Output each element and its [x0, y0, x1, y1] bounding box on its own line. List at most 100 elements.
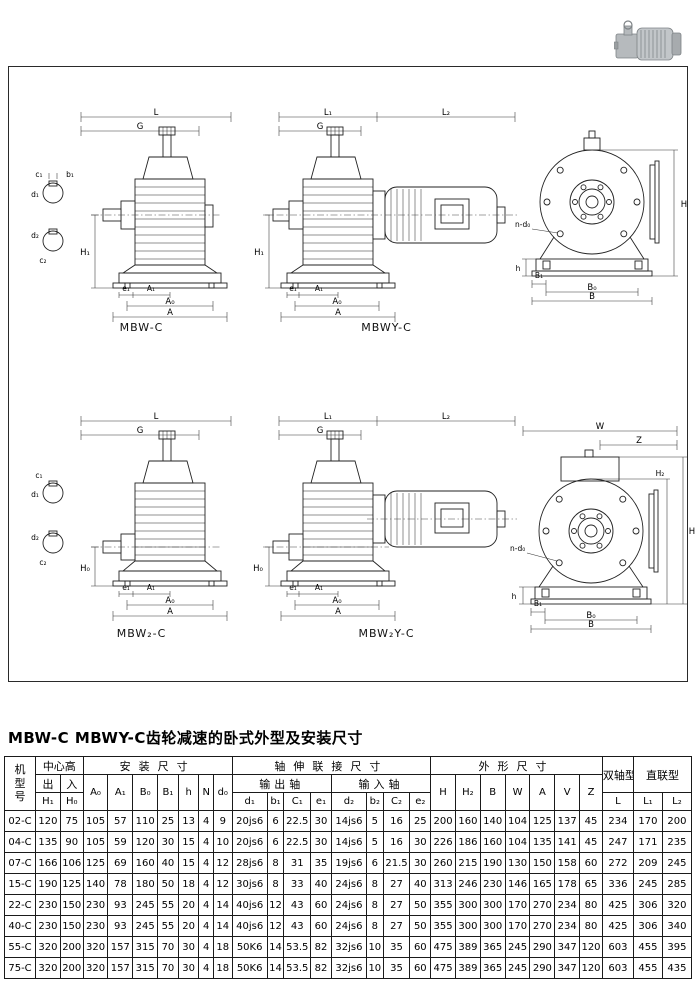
col-header-c2: C₂ [382, 792, 411, 811]
value-cell: 21.5 [382, 852, 411, 874]
group-shaft-joint-dims: 轴伸联接尺寸 [231, 756, 432, 775]
value-cell: 300 [479, 894, 506, 916]
value-cell: 125 [82, 852, 109, 874]
col-header-a1: A₁ [107, 774, 134, 811]
drawing-mbw2-c: L G c₁ d₁ d₂ c₂ H₀ e₁ A₁ A₀ A [31, 412, 232, 621]
value-cell: 43 [283, 894, 312, 916]
value-cell: 40 [157, 852, 179, 874]
value-cell: 245 [504, 936, 531, 958]
value-cell: 14 [266, 957, 285, 979]
value-cell: 4 [198, 810, 214, 832]
caption-mbw2y-c: MBW₂Y-C [358, 627, 415, 640]
value-cell: 135 [529, 831, 556, 853]
value-cell: 40 [409, 873, 432, 895]
value-cell: 59 [107, 831, 134, 853]
dim-label-L2: L₂ [442, 108, 450, 118]
value-cell: 120 [579, 957, 603, 979]
table-header: 机型号 中心高 安装尺寸 轴伸联接尺寸 外形尺寸 双轴型 直联型 出 入 A₀ … [3, 756, 693, 811]
value-cell: 245 [661, 852, 693, 874]
value-cell: 15 [177, 852, 200, 874]
value-cell: 10 [212, 831, 233, 853]
value-cell: 186 [454, 831, 481, 853]
dim-label-d1: d₁ [31, 490, 39, 499]
value-cell: 306 [632, 894, 663, 916]
value-cell: 93 [107, 894, 134, 916]
value-cell: 82 [310, 957, 332, 979]
value-cell: 215 [454, 852, 481, 874]
caption-mbw2-c: MBW₂-C [116, 627, 167, 640]
value-cell: 75 [59, 810, 84, 832]
dim-label-c2: c₂ [39, 256, 46, 265]
dim-label-e1: e₁ [122, 284, 130, 293]
col-header-h: h [177, 774, 200, 811]
value-cell: 140 [82, 873, 109, 895]
value-cell: 336 [601, 873, 634, 895]
value-cell: 157 [107, 957, 134, 979]
col-header-d2: d₂ [330, 792, 368, 811]
col-header-out: 出 [35, 774, 61, 793]
value-cell: 158 [554, 852, 581, 874]
value-cell: 60 [310, 915, 332, 937]
col-header-L2: L₂ [661, 792, 693, 811]
dim-label-d2: d₂ [31, 231, 39, 240]
value-cell: 43 [283, 915, 312, 937]
value-cell: 10 [366, 936, 384, 958]
value-cell: 200 [661, 810, 693, 832]
value-cell: 19js6 [330, 852, 368, 874]
model-cell: 55-C [3, 936, 37, 958]
col-header-H: H [430, 774, 456, 811]
model-cell: 02-C [3, 810, 37, 832]
value-cell: 8 [266, 873, 285, 895]
dimension-lines [80, 416, 232, 621]
dim-label-d2: d₂ [31, 533, 39, 542]
value-cell: 4 [198, 936, 214, 958]
value-cell: 20 [177, 894, 200, 916]
dim-label-H2: H₂ [656, 469, 665, 478]
value-cell: 475 [430, 936, 456, 958]
value-cell: 80 [579, 894, 603, 916]
value-cell: 200 [430, 810, 456, 832]
shaft-end-details [42, 180, 64, 252]
dim-label-B0: B₀ [587, 283, 597, 293]
col-header-W: W [504, 774, 531, 811]
col-header-H2: H₂ [454, 774, 481, 811]
dim-label-h: h [516, 264, 521, 273]
dim-label-G: G [137, 122, 144, 132]
value-cell: 4 [198, 831, 214, 853]
value-cell: 27 [382, 915, 411, 937]
housing-front-view [531, 130, 660, 277]
value-cell: 31 [283, 852, 312, 874]
value-cell: 320 [661, 894, 693, 916]
value-cell: 12 [212, 852, 233, 874]
value-cell: 355 [430, 894, 456, 916]
value-cell: 70 [157, 936, 179, 958]
dim-label-A0: A₀ [165, 297, 175, 307]
value-cell: 125 [59, 873, 84, 895]
value-cell: 200 [59, 936, 84, 958]
dimension-lines [265, 112, 516, 322]
value-cell: 246 [454, 873, 481, 895]
value-cell: 30 [310, 810, 332, 832]
value-cell: 245 [132, 915, 159, 937]
value-cell: 389 [454, 957, 481, 979]
value-cell: 355 [430, 915, 456, 937]
value-cell: 170 [632, 810, 663, 832]
value-cell: 435 [661, 957, 693, 979]
dim-label-h: h [512, 592, 517, 601]
col-header-h1: H₁ [35, 792, 61, 811]
value-cell: 272 [601, 852, 634, 874]
value-cell: 25 [409, 810, 432, 832]
dim-label-A: A [335, 607, 341, 617]
value-cell: 315 [132, 936, 159, 958]
value-cell: 120 [35, 810, 61, 832]
model-cell: 04-C [3, 831, 37, 853]
value-cell: 20js6 [231, 810, 268, 832]
dim-label-L: L [154, 412, 159, 422]
dim-label-W: W [596, 422, 605, 432]
dim-label-L2: L₂ [442, 412, 450, 422]
value-cell: 247 [601, 831, 634, 853]
caption-mbw-c: MBW-C [119, 321, 164, 334]
col-header-e1: e₁ [310, 792, 332, 811]
